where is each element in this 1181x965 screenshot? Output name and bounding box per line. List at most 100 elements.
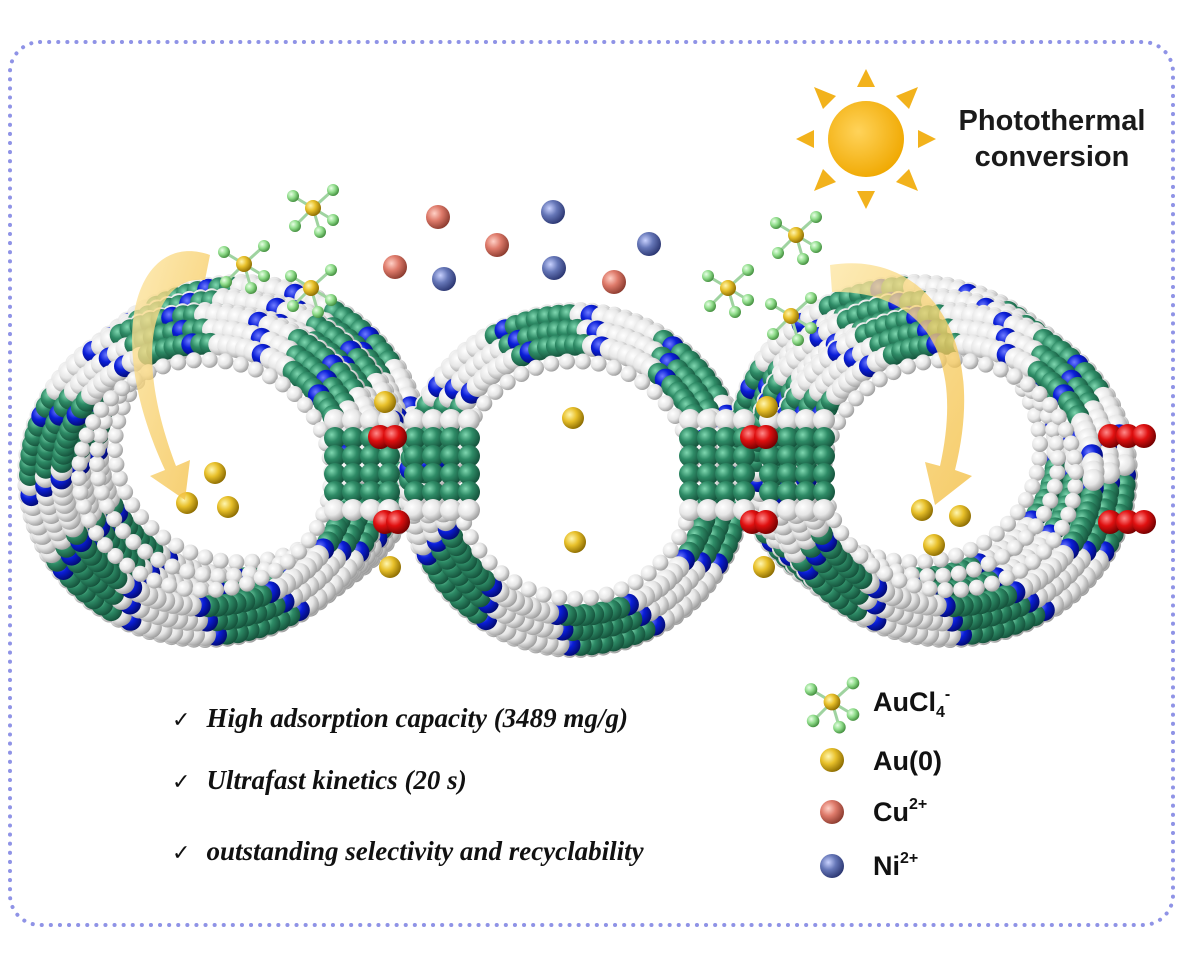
hydrogen-atom bbox=[1027, 407, 1044, 424]
hydrogen-atom bbox=[662, 542, 679, 559]
carbon-atom bbox=[422, 481, 444, 503]
chlorine-atom bbox=[218, 246, 230, 258]
hydrogen-atom bbox=[864, 557, 881, 574]
hydrogen-atom bbox=[179, 563, 196, 580]
hydrogen-atom bbox=[871, 371, 888, 388]
hydrogen-atom bbox=[513, 366, 530, 382]
hydrogen-atom bbox=[143, 520, 160, 536]
hydrogen-atom bbox=[962, 541, 979, 558]
hydrogen-atom bbox=[657, 395, 674, 412]
hydrogen-atom bbox=[194, 566, 211, 583]
copper-ion-icon bbox=[820, 800, 844, 824]
legend-label-ni: Ni2+ bbox=[873, 850, 919, 881]
hydrogen-atom bbox=[777, 499, 799, 521]
hydrogen-atom bbox=[119, 557, 136, 574]
chlorine-atom bbox=[806, 714, 820, 728]
hydrogen-atom bbox=[74, 441, 91, 458]
hydrogen-atom bbox=[422, 499, 444, 521]
hydrogen-atom bbox=[228, 554, 245, 571]
hydrogen-atom bbox=[107, 442, 123, 458]
carbon-atom bbox=[422, 463, 444, 485]
nickel-ion-icon bbox=[637, 232, 661, 256]
hydrogen-atom bbox=[81, 512, 98, 529]
hydrogen-atom bbox=[988, 525, 1005, 542]
carbon-atom bbox=[777, 445, 799, 467]
hydrogen-atom bbox=[1009, 504, 1026, 521]
hydrogen-atom bbox=[185, 352, 202, 369]
gold-atom-icon bbox=[788, 227, 804, 243]
hydrogen-atom bbox=[848, 390, 864, 407]
hydrogen-atom bbox=[360, 409, 382, 431]
hydrogen-atom bbox=[885, 364, 902, 381]
carbon-atom bbox=[324, 481, 346, 503]
hydrogen-atom bbox=[422, 409, 444, 431]
hydrogen-atom bbox=[1000, 515, 1016, 532]
chlorine-atom bbox=[770, 217, 782, 229]
chlorine-atom bbox=[702, 270, 714, 282]
hydrogen-atom bbox=[89, 456, 105, 472]
hydrogen-atom bbox=[1030, 421, 1047, 438]
carbon-atom bbox=[795, 445, 817, 467]
chlorine-atom bbox=[325, 264, 337, 276]
oxygen-atom bbox=[754, 510, 778, 534]
hydrogen-atom bbox=[481, 554, 498, 571]
hydrogen-atom bbox=[1060, 506, 1077, 523]
carbon-atom bbox=[422, 445, 444, 467]
hydrogen-atom bbox=[404, 409, 426, 431]
hydrogen-atom bbox=[300, 532, 317, 549]
hydrogen-atom bbox=[217, 353, 234, 370]
hydrogen-atom bbox=[859, 380, 876, 397]
hydrogen-atom bbox=[342, 409, 364, 431]
hydrogen-atom bbox=[917, 553, 934, 570]
hydrogen-atom bbox=[93, 484, 110, 501]
hydrogen-atom bbox=[937, 582, 954, 599]
aucl4-molecule-icon bbox=[287, 184, 339, 238]
carbon-atom bbox=[440, 481, 462, 503]
hydrogen-atom bbox=[115, 523, 131, 540]
hydrogen-atom bbox=[1066, 449, 1083, 466]
hydrogen-atom bbox=[1032, 436, 1048, 452]
chlorine-atom bbox=[258, 240, 270, 252]
hydrogen-atom bbox=[182, 544, 199, 561]
hydrogen-atom bbox=[78, 427, 95, 444]
hydrogen-atom bbox=[1068, 464, 1084, 480]
hydrogen-atom bbox=[962, 353, 979, 370]
hydrogen-atom bbox=[125, 534, 142, 550]
carbon-atom bbox=[378, 445, 400, 467]
legend-icons bbox=[804, 676, 860, 878]
hydrogen-atom bbox=[133, 509, 149, 526]
carbon-atom bbox=[679, 481, 701, 503]
hydrogen-atom bbox=[598, 586, 615, 603]
gold-atom-icon bbox=[823, 693, 841, 711]
hydrogen-atom bbox=[605, 359, 622, 376]
hydrogen-atom bbox=[1050, 408, 1067, 425]
hydrogen-atom bbox=[92, 427, 109, 444]
hydrogen-atom bbox=[966, 561, 982, 578]
oxygen-atom bbox=[1132, 424, 1156, 448]
hydrogen-atom bbox=[900, 358, 916, 375]
hydrogen-atom bbox=[208, 581, 225, 598]
hydrogen-atom bbox=[146, 572, 163, 589]
gold-atom-icon bbox=[783, 308, 799, 324]
carbon-atom bbox=[715, 427, 737, 449]
hydrogen-atom bbox=[1053, 519, 1070, 536]
hydrogen-atom bbox=[1019, 376, 1036, 393]
hydrogen-atom bbox=[984, 575, 1000, 592]
carbon-atom bbox=[813, 427, 835, 449]
hydrogen-atom bbox=[1031, 386, 1048, 402]
hydrogen-atom bbox=[107, 427, 124, 444]
oxygen-atom bbox=[1098, 424, 1122, 448]
photothermal-line2: conversion bbox=[974, 141, 1130, 173]
hydrogen-atom bbox=[286, 386, 303, 402]
hydrogen-atom bbox=[613, 581, 630, 598]
hydrogen-atom bbox=[493, 565, 510, 582]
gold-atom-icon bbox=[949, 505, 971, 527]
chlorine-atom bbox=[767, 328, 779, 340]
hydrogen-atom bbox=[582, 589, 599, 606]
carbon-atom bbox=[697, 463, 719, 485]
carbon-atom bbox=[697, 445, 719, 467]
aucl4-molecule-icon bbox=[804, 676, 860, 734]
hydrogen-atom bbox=[1082, 468, 1105, 491]
hydrogen-atom bbox=[620, 366, 637, 382]
hydrogen-atom bbox=[247, 361, 264, 378]
